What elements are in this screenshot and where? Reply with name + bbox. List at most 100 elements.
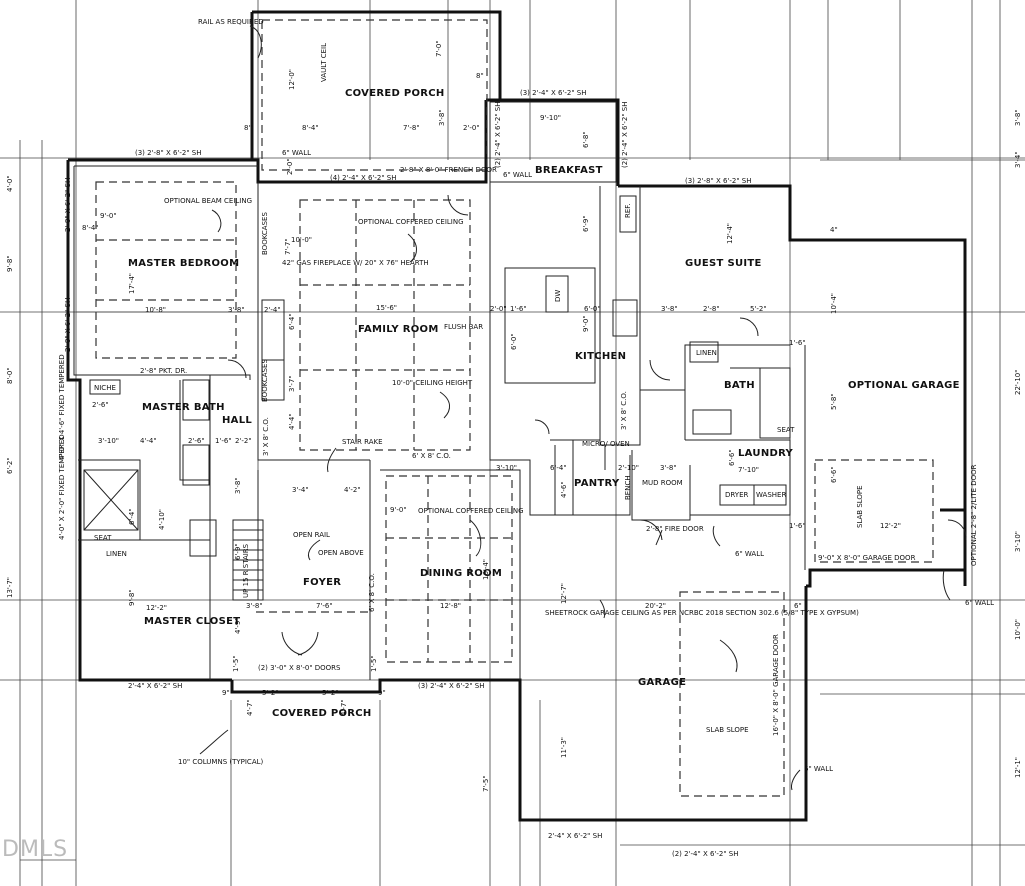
dim: 6"	[794, 602, 802, 610]
window-breakfast-left: (2) 2'-4" X 6'-2" SH	[494, 102, 502, 168]
dim: 6'-6"	[830, 466, 838, 483]
note-co-kitchen: 3' X 8' C.O.	[620, 391, 628, 430]
dim: 8'-4"	[302, 124, 319, 132]
dim: 11'-3"	[560, 737, 568, 758]
dim: 2'-8"	[703, 305, 720, 313]
dim: 9'-0"	[582, 315, 590, 332]
note-6in-wall-breakfast: 6" WALL	[503, 171, 532, 179]
window-dining-bottom: (3) 2'-4" X 6'-2" SH	[418, 682, 484, 690]
dim: 5'-2"	[262, 689, 279, 697]
dim: 1'-6"	[789, 522, 806, 530]
note-slab-slope-garage: SLAB SLOPE	[706, 726, 749, 734]
dim: 7'-8"	[403, 124, 420, 132]
label-bench: BENCH	[624, 475, 632, 500]
dim: 3'-8"	[661, 305, 678, 313]
dim: 7'-10"	[738, 466, 759, 474]
note-front-doors: (2) 3'-0" X 8'-0" DOORS	[258, 664, 341, 672]
window-callouts: (3) 2'-4" X 6'-2" SH (3) 2'-8" X 6'-2" S…	[64, 89, 751, 858]
note-ceiling-height: 10'-0" CEILING HEIGHT	[392, 379, 473, 387]
room-covered-porch-rear: COVERED PORCH	[345, 88, 445, 99]
dim: 2'-0"	[490, 305, 507, 313]
room-covered-porch-front: COVERED PORCH	[272, 708, 372, 719]
note-bookcases-1: BOOKCASES	[261, 212, 269, 255]
interior-walls	[73, 101, 806, 680]
dim: 6'-9"	[582, 215, 590, 232]
room-breakfast: BREAKFAST	[535, 165, 603, 176]
dim: 10'-4"	[830, 293, 838, 314]
dim: 9'-10"	[540, 114, 561, 122]
dim: 6'-4"	[128, 508, 136, 525]
room-family-room: FAMILY ROOM	[358, 324, 439, 335]
dim: 2'-0"	[286, 158, 294, 175]
note-fixed-tempered-1: 4'-0" X 4'-6" FIXED TEMPERED	[58, 354, 66, 460]
dim: 8'-0"	[6, 367, 14, 384]
dim: 16'-4"	[482, 559, 490, 580]
window-closet-bottom: 2'-4" X 6'-2" SH	[128, 682, 182, 690]
note-bookcases-2: BOOKCASES	[261, 359, 269, 402]
label-linen-master: LINEN	[106, 550, 127, 558]
window-breakfast-right: (2) 2'-4" X 6'-2" SH	[621, 102, 629, 168]
room-labels: COVERED PORCH MASTER BEDROOM FAMILY ROOM…	[94, 88, 960, 719]
exterior-walls	[66, 10, 967, 822]
dim: 3'-8"	[246, 602, 263, 610]
room-master-closet: MASTER CLOSET	[144, 616, 240, 627]
dim: 3'-4"	[1014, 151, 1022, 168]
room-pantry: PANTRY	[574, 478, 620, 489]
note-6in-wall-top: 6" WALL	[282, 149, 311, 157]
note-6in-wall-garage-mid: 6" WALL	[804, 765, 833, 773]
dim: 6'-4"	[288, 313, 296, 330]
room-dining-room: DINING ROOM	[420, 568, 502, 579]
note-6in-wall-laundry: 6" WALL	[735, 550, 764, 558]
dim: 7'-6"	[316, 602, 333, 610]
dim: 10'-0"	[291, 236, 312, 244]
leader-lines	[199, 25, 951, 791]
dim: 3'-10"	[496, 464, 517, 472]
dim: 22'-10"	[1014, 370, 1022, 395]
note-sheetrock: SHEETROCK GARAGE CEILING AS PER NCRBC 20…	[545, 609, 859, 617]
dim: 6'-4"	[550, 464, 567, 472]
label-seat-bath: SEAT	[777, 426, 795, 434]
dim: 2'-6"	[188, 437, 205, 445]
note-optional-coffered-family: OPTIONAL COFFERED CEILING	[358, 218, 464, 226]
dim: 7'-7"	[284, 238, 292, 255]
note-fireplace: 42" GAS FIREPLACE W/ 20" X 76" HEARTH	[282, 259, 429, 267]
dim: 3'-4"	[292, 486, 309, 494]
door-swings	[227, 194, 967, 656]
dim: 15'-6"	[376, 304, 397, 312]
room-master-bedroom: MASTER BEDROOM	[128, 258, 239, 269]
dim: 4'-9"	[234, 617, 242, 634]
dim: 7'-5"	[482, 775, 490, 792]
window-guest-top: (3) 2'-8" X 6'-2" SH	[685, 177, 751, 185]
label-dw: DW	[554, 290, 562, 302]
dim: 3'-8"	[438, 109, 446, 126]
dim: 4'-7"	[246, 699, 254, 716]
dim: 10'-0"	[1014, 619, 1022, 640]
dim: 7'-0"	[435, 40, 443, 57]
note-flush-bar: FLUSH BAR	[444, 323, 483, 331]
room-optional-garage: OPTIONAL GARAGE	[848, 380, 960, 391]
dim: 1'-6"	[215, 437, 232, 445]
dim: 8"	[244, 124, 252, 132]
dim: 12'-2"	[880, 522, 901, 530]
room-bath: BATH	[724, 380, 755, 391]
dim: 6'-2"	[6, 457, 14, 474]
dim: 4"	[830, 226, 838, 234]
label-linen-guest: LINEN	[696, 349, 717, 357]
note-rail: RAIL AS REQUIRED	[198, 18, 264, 26]
note-fixed-tempered-2: 4'-0" X 2'-0" FIXED TEMPERED	[58, 434, 66, 540]
window-master-left-1: 2'-8" X 6'-2" SH	[64, 178, 72, 232]
note-vault: VAULT CEIL	[320, 43, 328, 82]
dim: 6'-9"	[234, 543, 242, 560]
note-slab-slope-optional: SLAB SLOPE	[856, 485, 864, 528]
dim: 6'-0"	[510, 333, 518, 350]
dim: 9'-8"	[6, 255, 14, 272]
label-niche: NICHE	[94, 384, 116, 392]
watermark: DMLS	[2, 837, 68, 862]
dim: 6'-0"	[584, 305, 601, 313]
dim: 12'-7"	[560, 583, 568, 604]
dim: 9"	[222, 689, 230, 697]
dim: 20'-2"	[645, 602, 666, 610]
dim: 8'-4"	[82, 224, 99, 232]
dim: 13'-7"	[6, 577, 14, 598]
